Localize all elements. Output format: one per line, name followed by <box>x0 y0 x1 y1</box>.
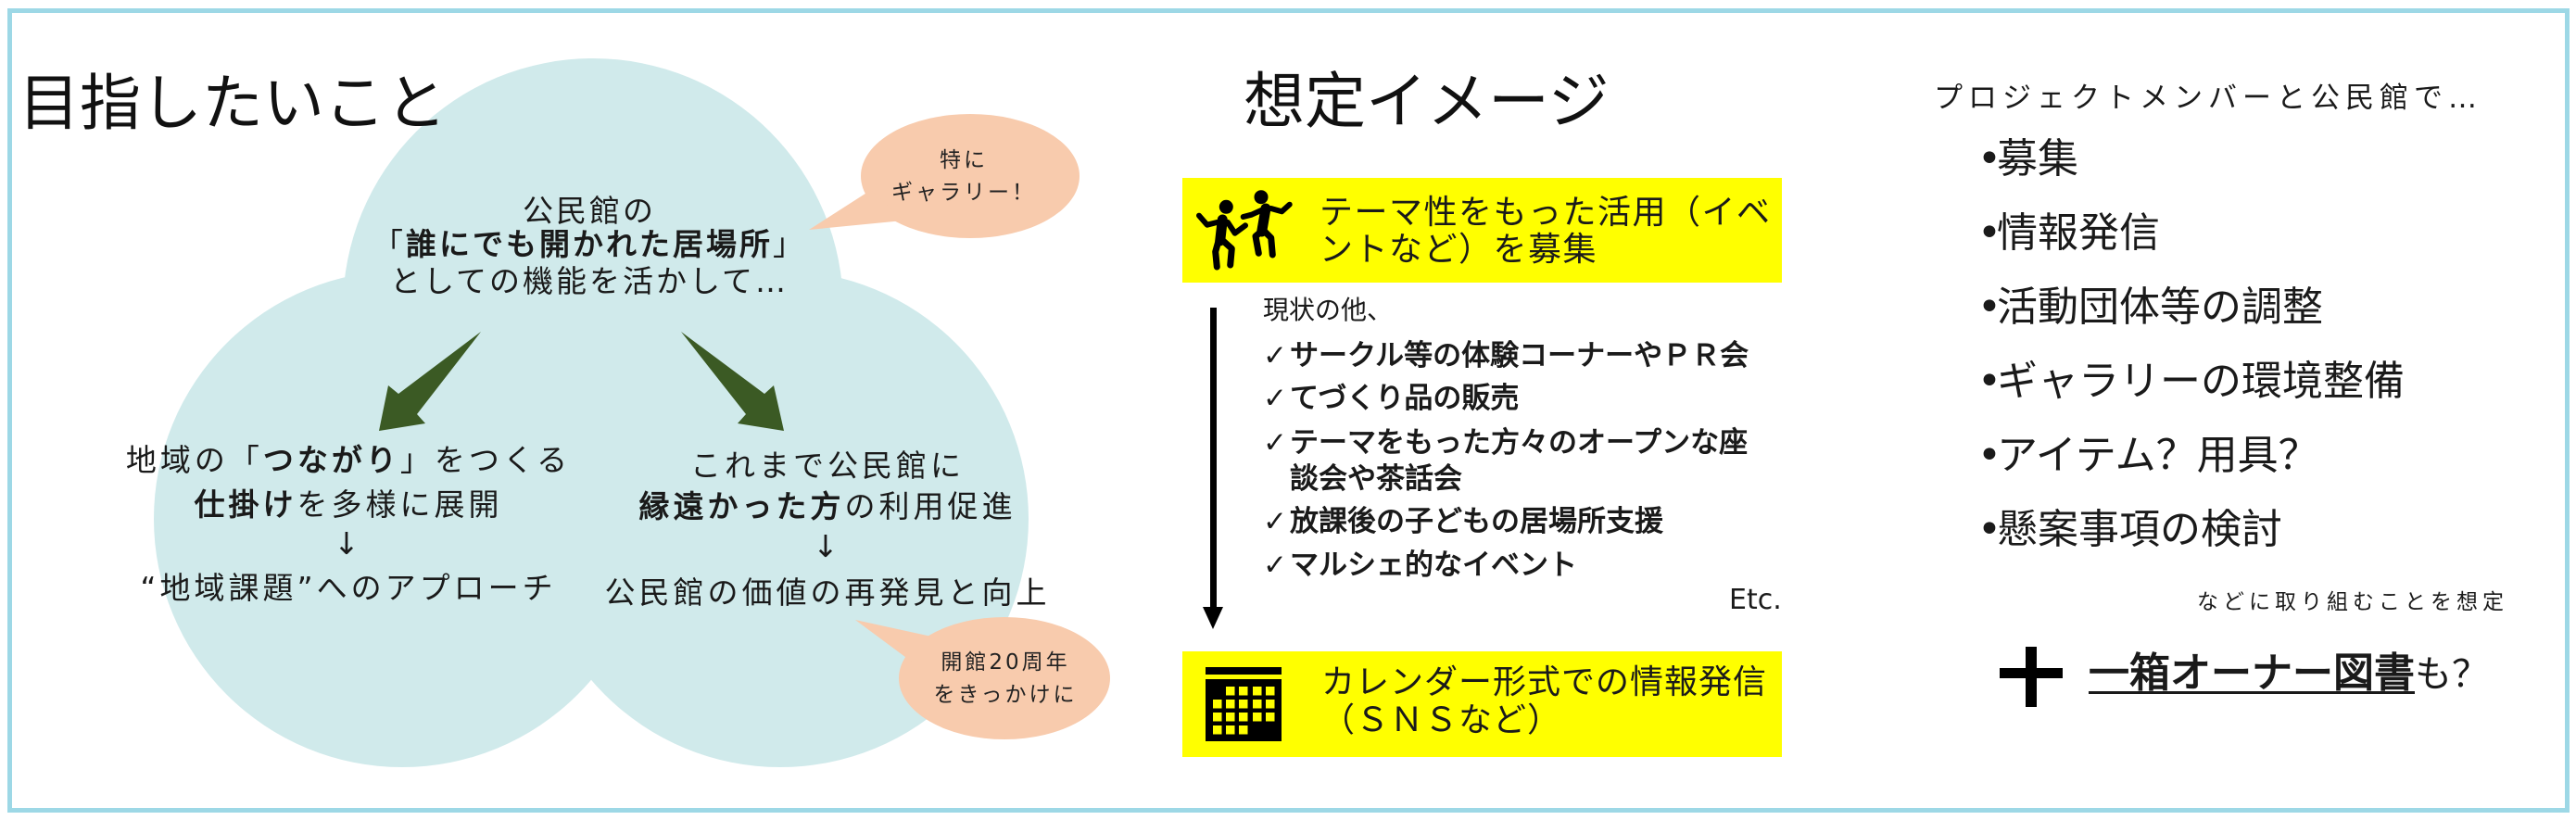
left-branch-emphasis: つながり <box>262 442 400 478</box>
task-item: •情報発信 <box>1977 210 2160 257</box>
example-item-continuation: 談会や茶話会 <box>1290 462 1462 496</box>
example-text: テーマをもった方々のオープンな座 <box>1290 426 1749 460</box>
task-text: ギャラリーの環境整備 <box>1997 358 2405 405</box>
bubble-anniversary-line-1: 開館20周年 <box>941 650 1070 675</box>
example-text: てづくり品の販売 <box>1290 382 1520 415</box>
left-branch-line-2: 仕掛けを多様に展開 <box>89 486 608 524</box>
bubble-gallery-line-1: 特に <box>940 148 988 172</box>
example-text: 放課後の子どもの居場所支援 <box>1290 505 1663 538</box>
task-item: •アイテム？用具？ <box>1977 433 2319 479</box>
right-branch-text: の利用促進 <box>844 488 1017 524</box>
task-item: •ギャラリーの環境整備 <box>1977 359 2405 405</box>
core-line-2: 「誰にでも開かれた居場所」 <box>348 227 830 262</box>
task-item: •募集 <box>1977 136 2078 183</box>
right-branch-line-2: 縁遠かった方の利用促進 <box>568 488 1087 525</box>
left-branch-text: 地域の「 <box>125 442 263 478</box>
task-item: •懸案事項の検討 <box>1977 507 2282 553</box>
bullet-icon: • <box>1977 506 2001 553</box>
arrow-down-right-icon <box>681 332 784 431</box>
timeline-line <box>1210 308 1217 610</box>
arrow-down-left-icon <box>379 332 481 431</box>
etc-label: Etc. <box>1729 584 1782 616</box>
right-branch-outcome: 公民館の価値の再発見と向上 <box>604 574 1051 611</box>
bullet-icon: • <box>1977 135 2001 183</box>
bubble-anniversary-line-2: をきっかけに <box>933 683 1078 707</box>
bullet-icon: • <box>1977 432 2001 479</box>
calendar-box-line-1: カレンダー形式での情報発信 <box>1321 663 1768 701</box>
task-item: •活動団体等の調整 <box>1977 284 2323 331</box>
check-icon: ✓ <box>1263 505 1287 538</box>
task-text: アイテム？用具？ <box>1997 432 2319 479</box>
core-bracket-open: 「 <box>373 226 406 262</box>
task-text: 懸案事項の検討 <box>1997 506 2282 553</box>
example-text: サークル等の体験コーナーやＰＲ会 <box>1290 339 1749 372</box>
left-branch-text: を多様に展開 <box>297 486 503 523</box>
goals-title: 目指したいこと <box>19 68 447 139</box>
calendar-icon <box>1206 667 1282 741</box>
example-item: ✓マルシェ的なイベント <box>1263 548 1577 583</box>
speech-bubble-gallery <box>809 114 1080 238</box>
core-bracket-close: 」 <box>773 226 806 262</box>
example-item: ✓テーマをもった方々のオープンな座 <box>1263 425 1748 460</box>
example-text: マルシェ的なイベント <box>1290 549 1577 582</box>
slide-frame-border <box>7 8 2570 813</box>
theme-event-box: テーマ性をもった活用（イベ ントなど）を募集 <box>1182 178 1782 283</box>
calendar-box-line-2: （ＳＮＳなど） <box>1321 701 1562 739</box>
check-icon: ✓ <box>1263 382 1287 415</box>
example-item: ✓てづくり品の販売 <box>1263 381 1519 416</box>
task-text: 募集 <box>1997 135 2078 183</box>
bullet-icon: • <box>1977 358 2001 405</box>
right-branch-down-arrow: ↓ <box>813 528 842 564</box>
vision-title: 想定イメージ <box>1244 66 1610 137</box>
bullet-icon: • <box>1977 209 2001 257</box>
example-item: ✓サークル等の体験コーナーやＰＲ会 <box>1263 338 1749 373</box>
extra-proposal-suffix: も？ <box>2415 653 2489 696</box>
core-emphasis: 誰にでも開かれた居場所 <box>406 226 773 262</box>
right-branch-line-1: これまで公民館に <box>690 448 965 484</box>
plus-icon-vertical-bar <box>2026 647 2037 707</box>
calendar-info-box: カレンダー形式での情報発信 （ＳＮＳなど） <box>1182 651 1782 757</box>
check-icon: ✓ <box>1263 426 1287 460</box>
check-icon: ✓ <box>1263 549 1287 582</box>
bubble-gallery-line-2: ギャラリー！ <box>891 181 1036 205</box>
left-branch-line-1: 地域の「つながり」をつくる <box>89 442 608 479</box>
left-branch-emphasis: 仕掛け <box>194 486 297 523</box>
tasks-intro: プロジェクトメンバーと公民館で… <box>1934 82 2482 115</box>
extra-proposal-emphasis: 一箱オーナー図書 <box>2089 650 2415 697</box>
extra-proposal: 一箱オーナー図書も？ <box>2089 650 2489 699</box>
example-item: ✓放課後の子どもの居場所支援 <box>1263 504 1663 539</box>
core-line-3: としての機能を活かして… <box>389 263 789 299</box>
theme-box-line-2: ントなど）を募集 <box>1320 231 1598 269</box>
people-dancing-icon <box>1196 190 1293 271</box>
bullet-icon: • <box>1977 284 2001 331</box>
examples-intro: 現状の他、 <box>1263 295 1394 325</box>
timeline-arrowhead-icon <box>1203 607 1223 629</box>
tasks-note: などに取り組むことを想定 <box>2197 590 2508 614</box>
task-text: 情報発信 <box>1997 209 2160 257</box>
left-branch-down-arrow: ↓ <box>334 525 363 561</box>
check-icon: ✓ <box>1263 339 1287 372</box>
core-line-1: 公民館の <box>523 193 656 229</box>
task-text: 活動団体等の調整 <box>1997 284 2323 331</box>
left-branch-text: 」をつくる <box>399 442 572 478</box>
speech-bubble-anniversary <box>855 617 1110 739</box>
right-branch-emphasis: 縁遠かった方 <box>638 488 845 524</box>
theme-box-line-1: テーマ性をもった活用（イベ <box>1320 194 1772 232</box>
left-branch-outcome: “地域課題”へのアプローチ <box>140 570 557 606</box>
